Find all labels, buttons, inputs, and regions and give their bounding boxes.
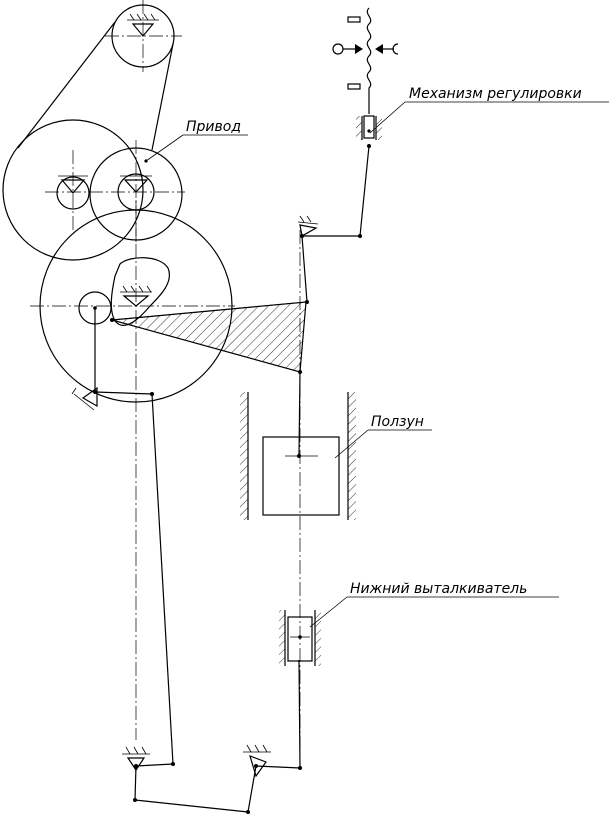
adjust-mechanism: [332, 7, 399, 140]
label-adjust: Механизм регулировки: [409, 86, 582, 102]
leader-slider: Ползун: [334, 414, 432, 459]
leader-drive: Привод: [145, 119, 248, 162]
supports: [58, 13, 319, 778]
ejector-block: [287, 616, 313, 662]
label-drive: Привод: [186, 119, 241, 135]
hatched-lever: [111, 301, 307, 373]
label-slider: Ползун: [371, 414, 424, 430]
leader-ejector: Нижний выталкиватель: [309, 581, 559, 628]
belt-right: [151, 43, 174, 151]
label-ejector: Нижний выталкиватель: [350, 581, 527, 597]
leader-adjust: Механизм регулировки: [369, 86, 609, 134]
large-flywheel: [2, 119, 144, 261]
linkages: [94, 145, 370, 813]
slider-block: [262, 436, 340, 516]
joints: [93, 144, 371, 814]
belt-left: [17, 21, 116, 149]
cam: [110, 257, 170, 326]
ejector-group: [279, 610, 321, 666]
slider-group: [240, 392, 356, 520]
drive-group: [2, 0, 235, 740]
